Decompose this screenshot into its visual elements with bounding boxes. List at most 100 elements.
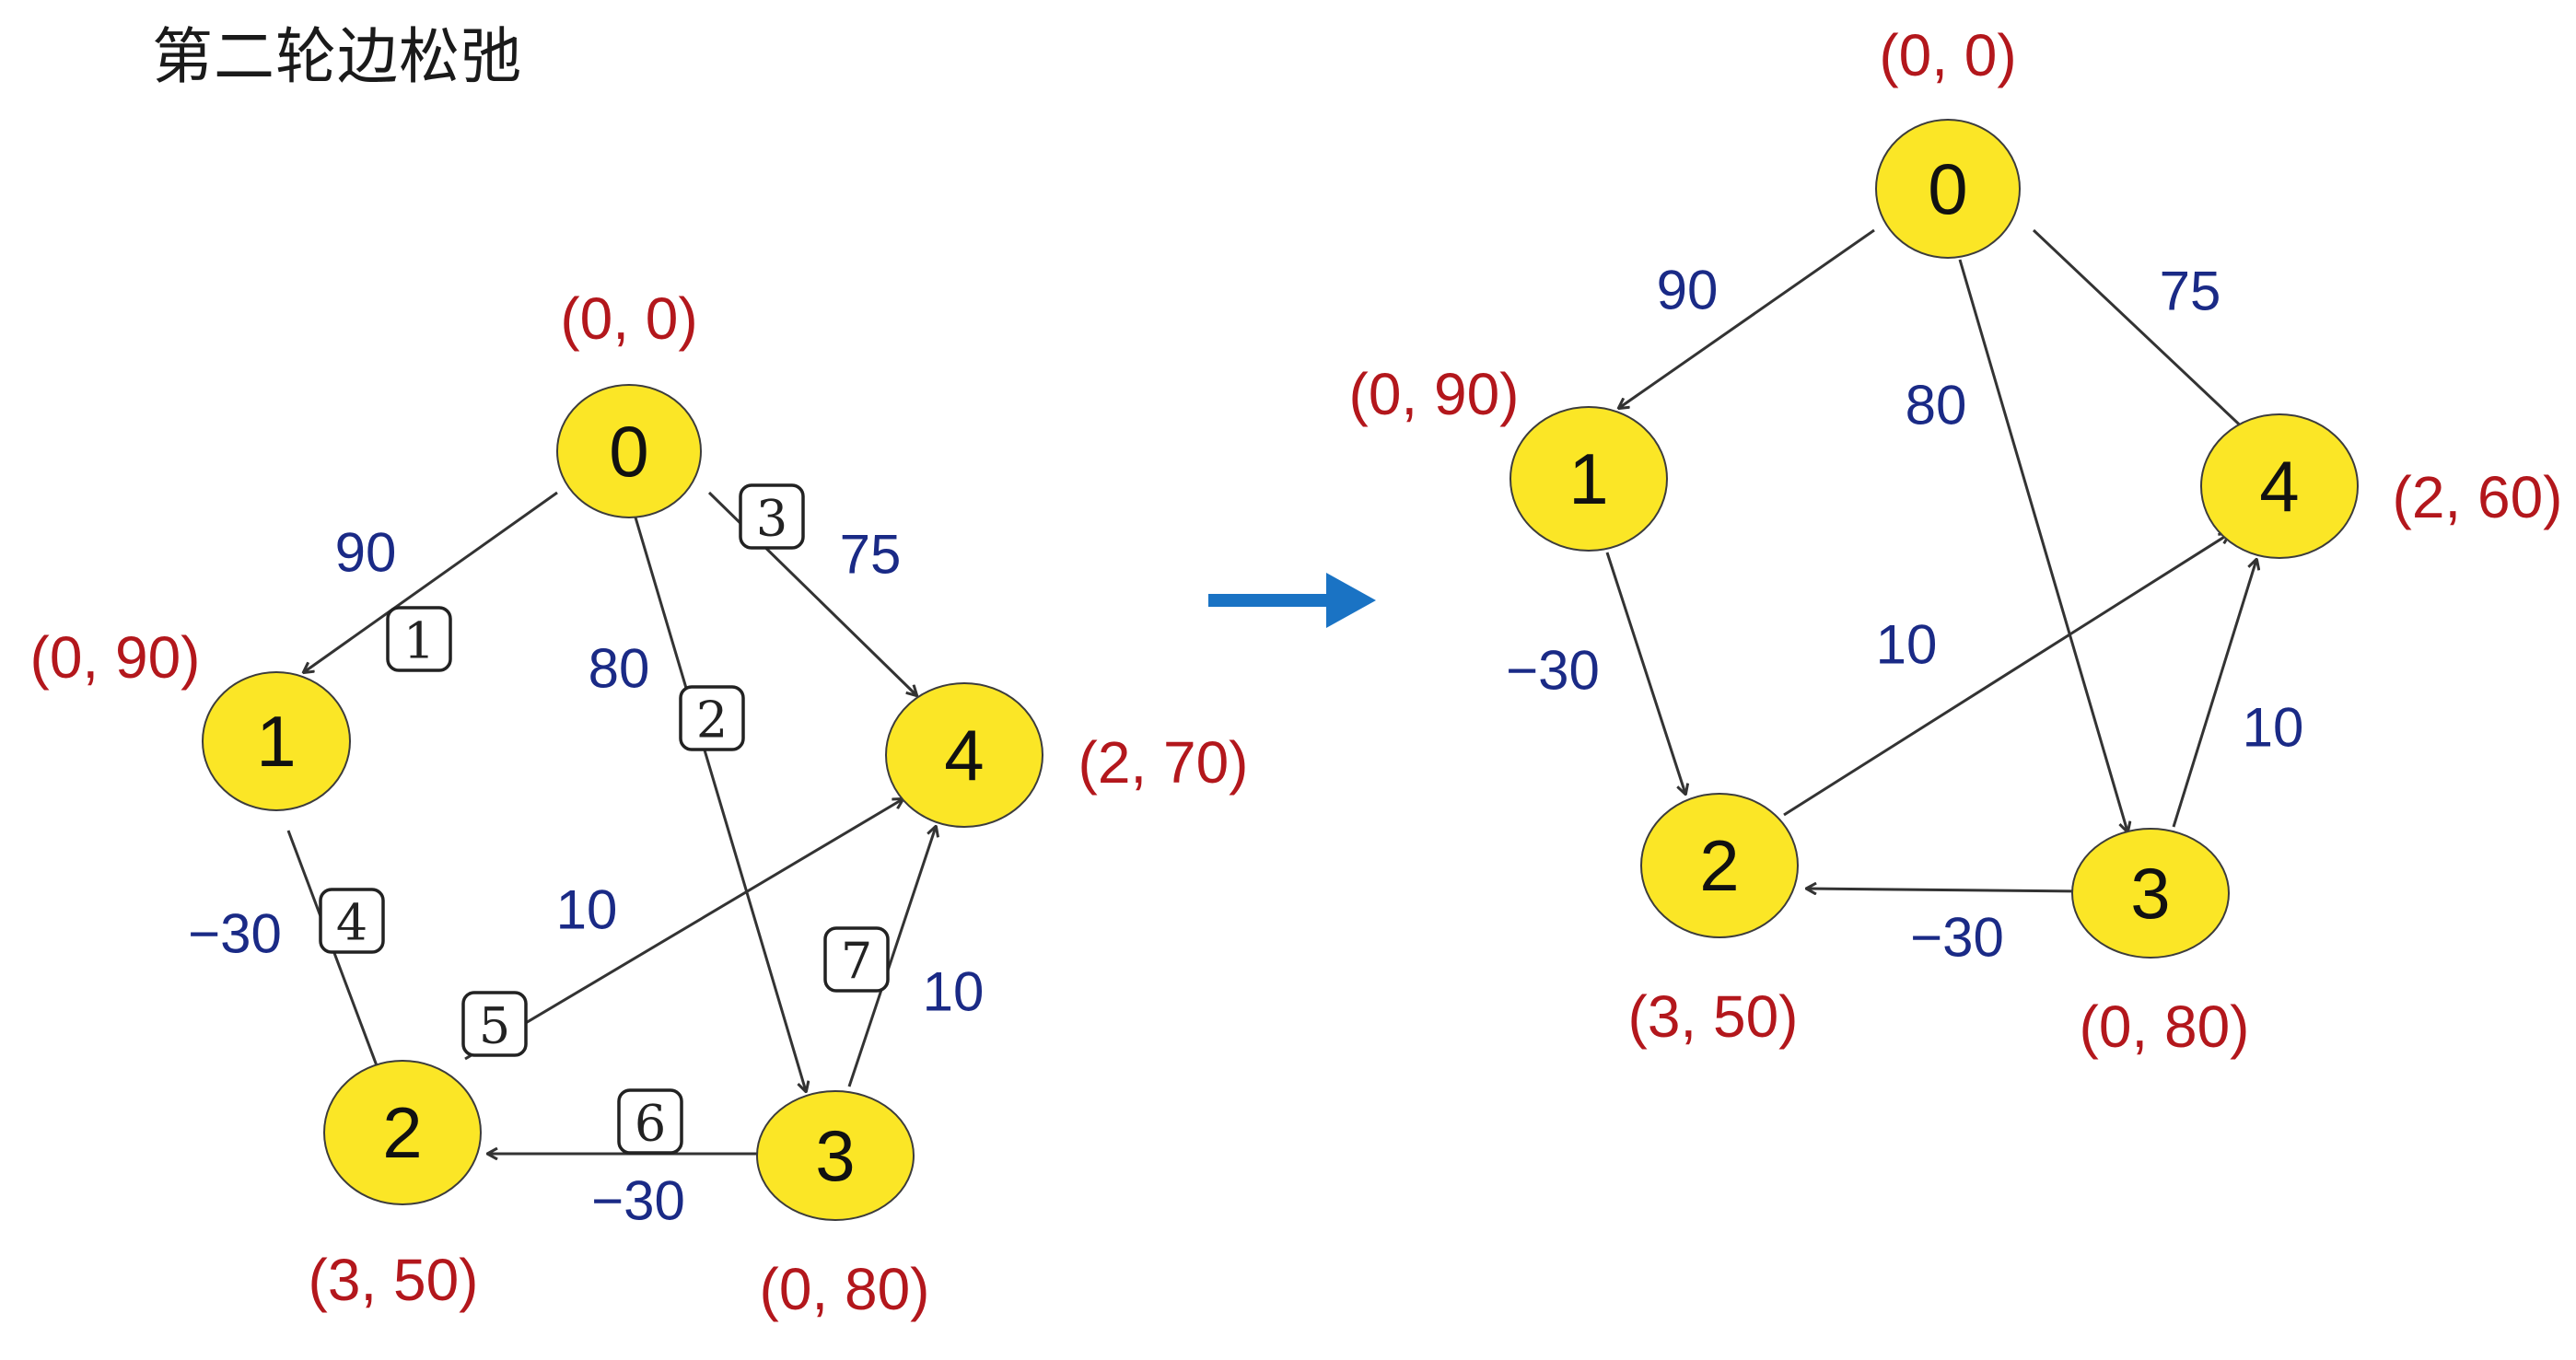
left-order-box-2: [679, 685, 745, 751]
right-edge-0-1: 90: [1619, 228, 1875, 408]
left-order-box-4: [319, 888, 385, 954]
left-edge-weight-0-4: 75: [840, 524, 902, 586]
left-edge-line-0-1: [304, 491, 558, 672]
right-node-1: 1 (0, 90): [1349, 361, 1668, 552]
left-node-label-3: 3: [815, 1115, 855, 1196]
right-edge-3-4: 10: [2172, 560, 2304, 828]
right-node-distance-2: (3, 50): [1628, 983, 1799, 1050]
right-edge-weight-2-4: 10: [1876, 614, 1938, 676]
left-node-distance-1: (0, 90): [30, 624, 201, 691]
left-edge-order-1: 1: [386, 606, 452, 672]
left-order-number-4: 4: [336, 894, 367, 952]
right-edge-2-4: 10: [1783, 534, 2229, 817]
left-edge-order-5: 5: [461, 991, 528, 1057]
left-node-circle-4: [885, 682, 1043, 828]
right-edge-weight-1-2: −30: [1506, 640, 1600, 702]
right-node-label-3: 3: [2130, 853, 2170, 934]
left-edge-line-2-4: [464, 799, 903, 1061]
left-node-distance-0: (0, 0): [560, 285, 697, 352]
left-edge-weight-0-1: 90: [335, 522, 397, 584]
left-order-box-7: [823, 926, 890, 993]
left-edge-weight-3-2: −30: [591, 1170, 685, 1232]
left-edge-order-7: 7: [823, 926, 890, 993]
left-edge-order-6: 6: [617, 1088, 683, 1155]
right-edge-weight-0-4: 75: [2160, 261, 2221, 322]
right-edge-line-3-4: [2172, 560, 2256, 828]
left-edge-0-1: 901: [304, 491, 558, 672]
right-edge-line-0-4: [2032, 228, 2250, 435]
right-edge-weight-0-3: 80: [1906, 375, 1967, 436]
left-edge-weight-1-2: −30: [188, 903, 282, 965]
left-order-box-5: [461, 991, 528, 1057]
left-edge-weight-2-4: 10: [556, 879, 618, 941]
left-node-4: 4 (2, 70): [885, 682, 1249, 828]
right-node-distance-4: (2, 60): [2393, 464, 2563, 530]
right-edge-line-3-2: [1807, 889, 2084, 891]
right-node-label-1: 1: [1568, 438, 1608, 519]
left-order-number-5: 5: [479, 997, 510, 1055]
left-order-number-2: 2: [696, 692, 728, 750]
left-node-0: 0 (0, 0): [556, 285, 702, 518]
right-edge-weight-3-2: −30: [1910, 907, 2004, 969]
left-node-label-4: 4: [944, 715, 984, 796]
right-node-label-2: 2: [1699, 825, 1739, 906]
left-node-circle-2: [323, 1060, 482, 1205]
left-node-circle-3: [756, 1090, 915, 1221]
left-edge-order-2: 2: [679, 685, 745, 751]
right-edge-0-3: 80: [1906, 259, 2127, 831]
left-order-box-6: [617, 1088, 683, 1155]
left-node-label-1: 1: [256, 701, 296, 782]
left-node-circle-0: [556, 384, 702, 518]
left-edge-3-2: −306: [488, 1088, 757, 1232]
left-node-circle-1: [202, 671, 351, 811]
right-edge-line-0-1: [1619, 228, 1875, 408]
left-node-3: 3 (0, 80): [756, 1090, 930, 1322]
right-edge-1-2: −30: [1506, 552, 1685, 794]
transition-arrow-head: [1326, 573, 1376, 628]
left-order-box-1: [386, 606, 452, 672]
right-node-4: 4 (2, 60): [2200, 413, 2563, 559]
left-edge-order-3: 3: [739, 483, 805, 550]
left-edge-3-4: 10 7: [823, 827, 985, 1087]
right-node-circle-3: [2071, 828, 2230, 959]
page-title: 第二轮边松弛: [152, 21, 522, 92]
left-node-2: 2 (3, 50): [309, 1060, 482, 1313]
left-edge-line-3-4: [847, 827, 936, 1087]
left-edge-0-3: 80 2: [589, 517, 806, 1091]
left-node-distance-2: (3, 50): [309, 1247, 479, 1313]
left-edge-order-4: 4: [319, 888, 385, 954]
transition-arrow: [1208, 573, 1376, 628]
left-node-label-0: 0: [609, 411, 648, 492]
left-node-distance-3: (0, 80): [760, 1256, 930, 1322]
right-edge-line-1-2: [1605, 552, 1685, 794]
left-node-distance-4: (2, 70): [1078, 729, 1249, 796]
right-node-label-4: 4: [2259, 446, 2299, 527]
right-node-3: 3 (0, 80): [2071, 828, 2250, 1060]
right-node-circle-1: [1509, 406, 1668, 552]
left-order-number-7: 7: [841, 933, 872, 991]
right-edge-line-0-3: [1958, 259, 2127, 831]
left-edge-line-0-3: [634, 517, 806, 1091]
right-edge-line-2-4: [1783, 534, 2229, 817]
right-node-circle-4: [2200, 413, 2359, 559]
right-node-distance-3: (0, 80): [2080, 994, 2250, 1060]
right-node-circle-0: [1875, 119, 2021, 259]
left-order-number-3: 3: [756, 490, 787, 548]
right-node-circle-2: [1640, 793, 1799, 938]
right-edge-weight-3-4: 10: [2243, 697, 2304, 759]
left-edge-weight-0-3: 80: [589, 638, 650, 700]
left-edge-0-4: 75 3: [707, 483, 916, 695]
left-edge-weight-3-4: 10: [923, 961, 985, 1023]
left-order-box-3: [739, 483, 805, 550]
left-edge-2-4: 10 5: [461, 799, 903, 1061]
right-node-distance-1: (0, 90): [1349, 361, 1520, 427]
right-node-distance-0: (0, 0): [1879, 22, 2016, 88]
right-edge-0-4: 75: [2032, 228, 2250, 435]
left-order-number-1: 1: [403, 612, 435, 670]
left-node-label-2: 2: [382, 1092, 422, 1173]
left-node-1: 1 (0, 90): [30, 624, 351, 811]
right-edge-weight-0-1: 90: [1657, 260, 1719, 321]
